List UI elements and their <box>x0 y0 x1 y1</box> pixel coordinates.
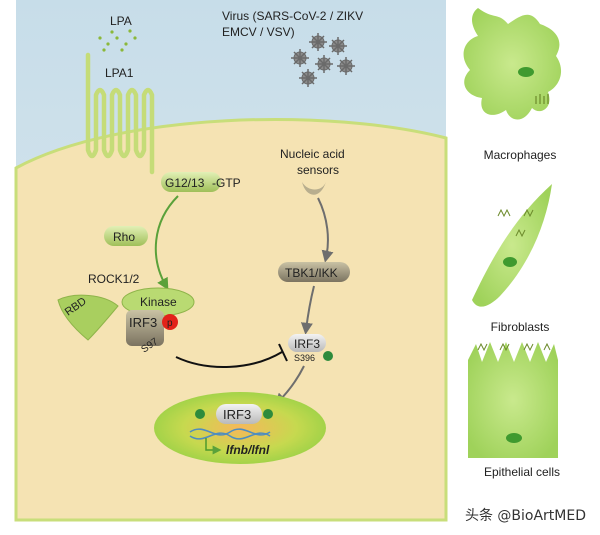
lpa-label: LPA <box>110 14 132 28</box>
g1213-pill <box>161 172 221 192</box>
tbk1-label: TBK1/IKK <box>285 266 338 280</box>
g1213-label: G12/13 <box>165 176 205 190</box>
dna-helix <box>189 428 271 440</box>
fibroblasts-label: Fibroblasts <box>490 320 550 334</box>
cell-cytoplasm <box>14 117 448 522</box>
fibroblast-cell <box>472 184 552 307</box>
s396-label: S396 <box>294 353 315 363</box>
macrophages-label: Macrophages <box>483 148 557 162</box>
epithelial-cells-label: Epithelial cells <box>483 465 561 479</box>
activating-phosphate-right-icon <box>263 409 273 419</box>
virus-label: Virus (SARS-CoV-2 / ZIKV <box>222 9 363 23</box>
kinase-label: Kinase <box>140 295 177 309</box>
p-mark: p <box>167 318 173 329</box>
inhibition-bar <box>278 343 288 362</box>
irf3-nuclear-label: IRF3 <box>223 407 251 422</box>
fibroblast-receptors <box>497 208 534 238</box>
epithelial-receptors <box>477 342 551 352</box>
inhibition-line <box>175 351 283 369</box>
lpa1-receptor <box>85 52 155 175</box>
epithelial-nucleus <box>506 433 522 443</box>
irf3-bound <box>126 310 164 346</box>
arrow-g1213-to-rock <box>154 195 179 291</box>
irf3-bound-label: IRF3 <box>129 315 157 330</box>
virus-label-line2: EMCV / VSV) <box>222 25 295 39</box>
arrow-tbk1-to-irf3 <box>300 285 315 335</box>
sensor-shape <box>302 182 326 195</box>
rock-label: ROCK1/2 <box>88 272 140 286</box>
activating-phosphate-icon <box>323 351 333 361</box>
virus-particles <box>291 33 355 87</box>
transcription-arrow <box>205 438 222 455</box>
gtp-label: -GTP <box>212 176 241 190</box>
irf3-mid-label: IRF3 <box>294 337 320 351</box>
irf3-mid-pill <box>288 334 326 352</box>
activating-phosphate-left-icon <box>195 409 205 419</box>
macrophage-receptor <box>535 94 549 104</box>
rho-pill <box>104 226 148 246</box>
lpa1-label: LPA1 <box>105 66 134 80</box>
genes-label: lfnb/lfnl <box>226 443 270 457</box>
inhibitory-phosphate-icon <box>162 314 178 330</box>
epithelial-cell <box>468 342 558 458</box>
nucleic-sensors-label: Nucleic acid <box>280 147 345 161</box>
rbd-domain <box>57 294 119 341</box>
macrophage-nucleus <box>518 67 534 77</box>
fibroblast-nucleus <box>503 257 517 267</box>
lpa-ligands <box>98 29 137 52</box>
arrow-sensor-to-tbk1 <box>317 197 334 263</box>
irf3-nuclear-pill <box>216 404 262 424</box>
tbk1-pill <box>278 262 350 282</box>
macrophage-cell <box>463 8 562 120</box>
watermark: 头条 @BioArtMED <box>464 508 586 524</box>
nucleic-sensors-label-line2: sensors <box>297 163 339 177</box>
rho-label: Rho <box>113 230 135 244</box>
